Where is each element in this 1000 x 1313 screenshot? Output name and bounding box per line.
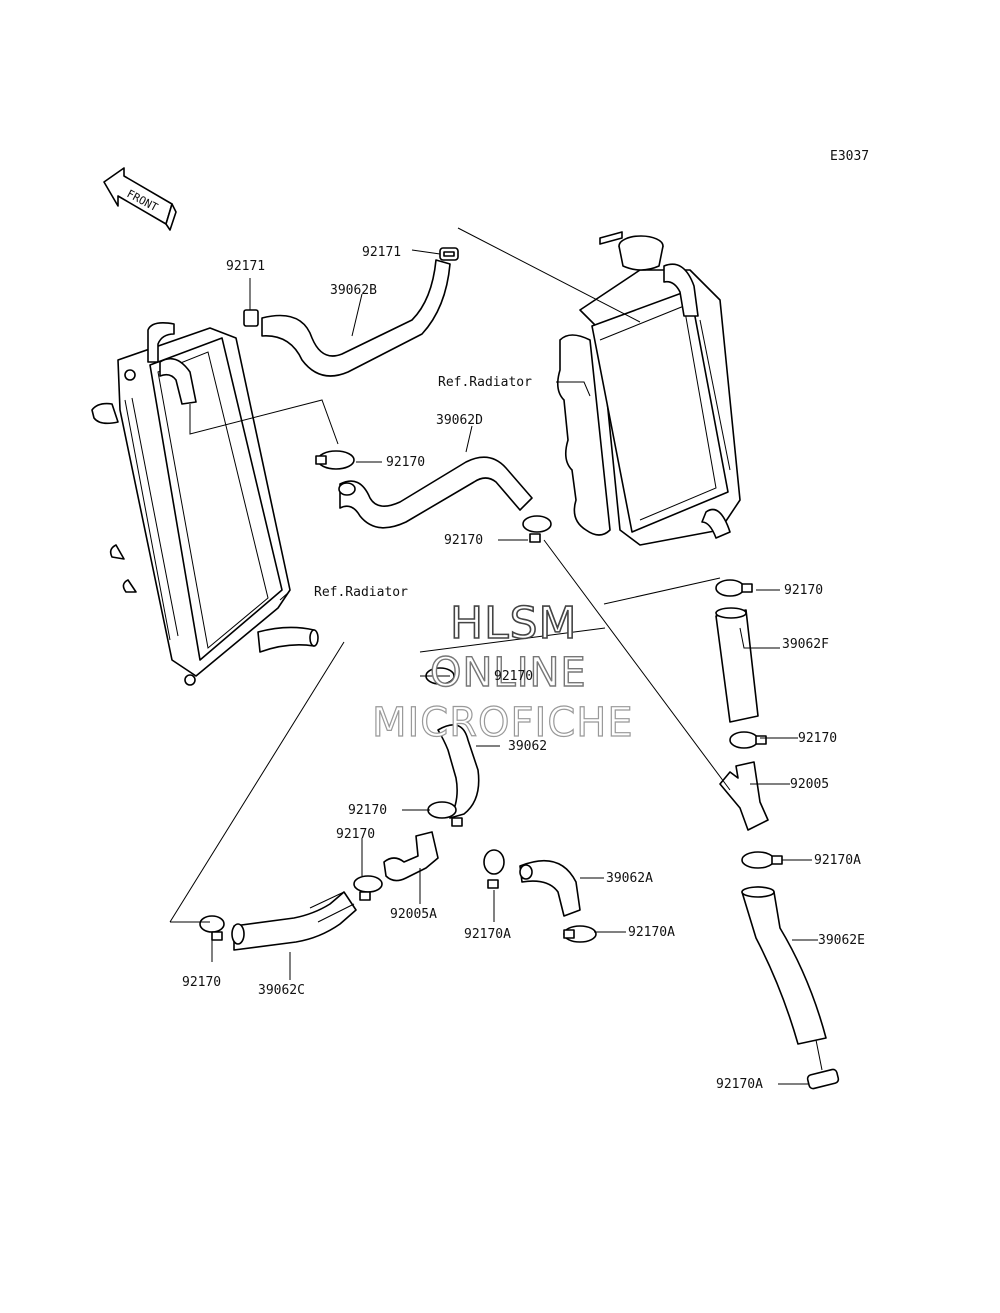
watermark-line3: MICROFICHE	[372, 700, 634, 746]
label-39062A: 39062A	[606, 871, 653, 886]
label-92005A: 92005A	[390, 907, 437, 922]
radiator-right	[556, 231, 741, 546]
label-92170-g: 92170	[182, 975, 221, 990]
label-39062C: 39062C	[258, 983, 305, 998]
hose-39062C	[233, 891, 357, 951]
label-92005: 92005	[790, 777, 829, 792]
label-92170-b: 92170	[444, 533, 483, 548]
label-39062B: 39062B	[330, 283, 377, 298]
hose-39062D	[339, 456, 533, 529]
watermark: HLSM ONLINE MICROFICHE	[371, 597, 634, 746]
watermark-line2: ONLINE	[430, 650, 587, 696]
label-92170-e: 92170	[348, 803, 387, 818]
clamp-92171-top	[439, 247, 459, 261]
label-92170A-c: 92170A	[628, 925, 675, 940]
watermark-line1: HLSM	[450, 598, 578, 649]
fitting-92005	[719, 761, 769, 831]
label-92171-left: 92171	[226, 259, 265, 274]
hose-39062F	[715, 609, 759, 723]
label-92171-top: 92171	[362, 245, 401, 260]
clamp-92170-f	[353, 875, 383, 901]
clamp-92170-a	[315, 450, 355, 470]
label-ref-radiator-left: Ref.Radiator	[314, 585, 408, 600]
hose-39062B	[261, 259, 451, 377]
hose-39062A	[519, 859, 581, 917]
label-92170A-a: 92170A	[814, 853, 861, 868]
fitting-92005A	[383, 831, 439, 882]
hose-39062	[437, 724, 480, 819]
label-39062: 39062	[508, 739, 547, 754]
label-92170-f: 92170	[336, 827, 375, 842]
clamp-92170-b	[522, 515, 552, 543]
label-92170-wm: 92170	[494, 669, 533, 684]
clamp-92170A-d	[806, 1068, 840, 1090]
guide-lines	[169, 227, 731, 923]
label-92170A-d: 92170A	[716, 1077, 763, 1092]
front-arrow-icon: FRONT	[103, 167, 177, 231]
label-ref-radiator-right: Ref.Radiator	[438, 375, 532, 390]
label-92170-d: 92170	[798, 731, 837, 746]
label-39062F: 39062F	[782, 637, 829, 652]
clamp-92170A-a	[741, 851, 783, 869]
clamp-92170-g	[199, 915, 225, 941]
clamp-92170A-b	[483, 849, 505, 889]
label-92170-c: 92170	[784, 583, 823, 598]
radiator-left	[91, 322, 319, 686]
clamp-92171-left	[243, 309, 259, 327]
leader-lines	[211, 249, 823, 1085]
label-39062D: 39062D	[436, 413, 483, 428]
diagram-code: E3037	[830, 149, 869, 164]
label-92170-a: 92170	[386, 455, 425, 470]
hose-39062E	[741, 886, 827, 1045]
clamp-92170-c	[715, 579, 753, 597]
clamp-92170A-c	[563, 925, 597, 943]
label-92170A-b: 92170A	[464, 927, 511, 942]
label-39062E: 39062E	[818, 933, 865, 948]
clamp-92170-d	[729, 731, 767, 749]
